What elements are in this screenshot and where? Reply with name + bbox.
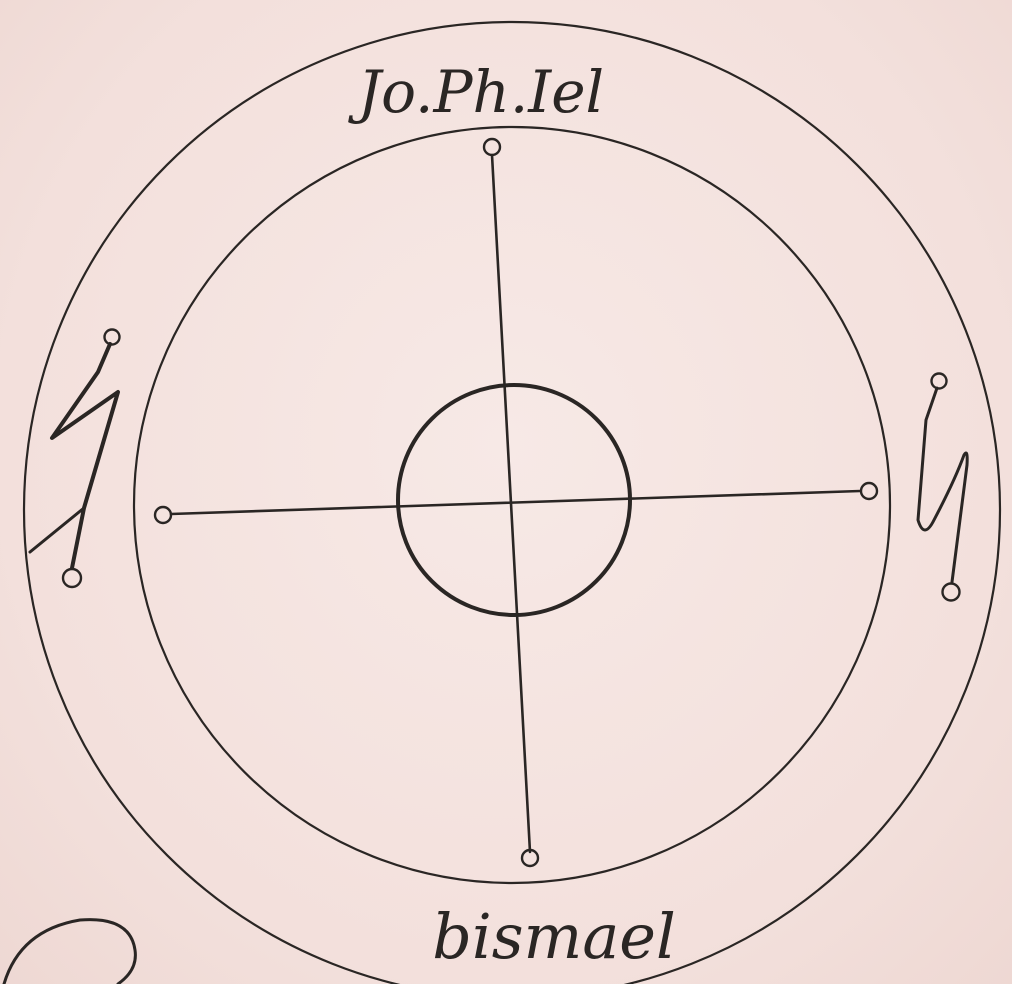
top-label: Jo.Ph.Iel — [348, 58, 604, 126]
left-node-icon — [155, 507, 171, 523]
horizontal-axis — [171, 491, 860, 514]
right-zigzag-sigil — [918, 374, 967, 601]
right-node-icon — [861, 483, 877, 499]
left-zigzag-sigil — [30, 330, 120, 588]
bottom-label: bismael — [432, 900, 676, 973]
corner-flourish — [4, 920, 135, 984]
top-node-icon — [484, 139, 500, 155]
